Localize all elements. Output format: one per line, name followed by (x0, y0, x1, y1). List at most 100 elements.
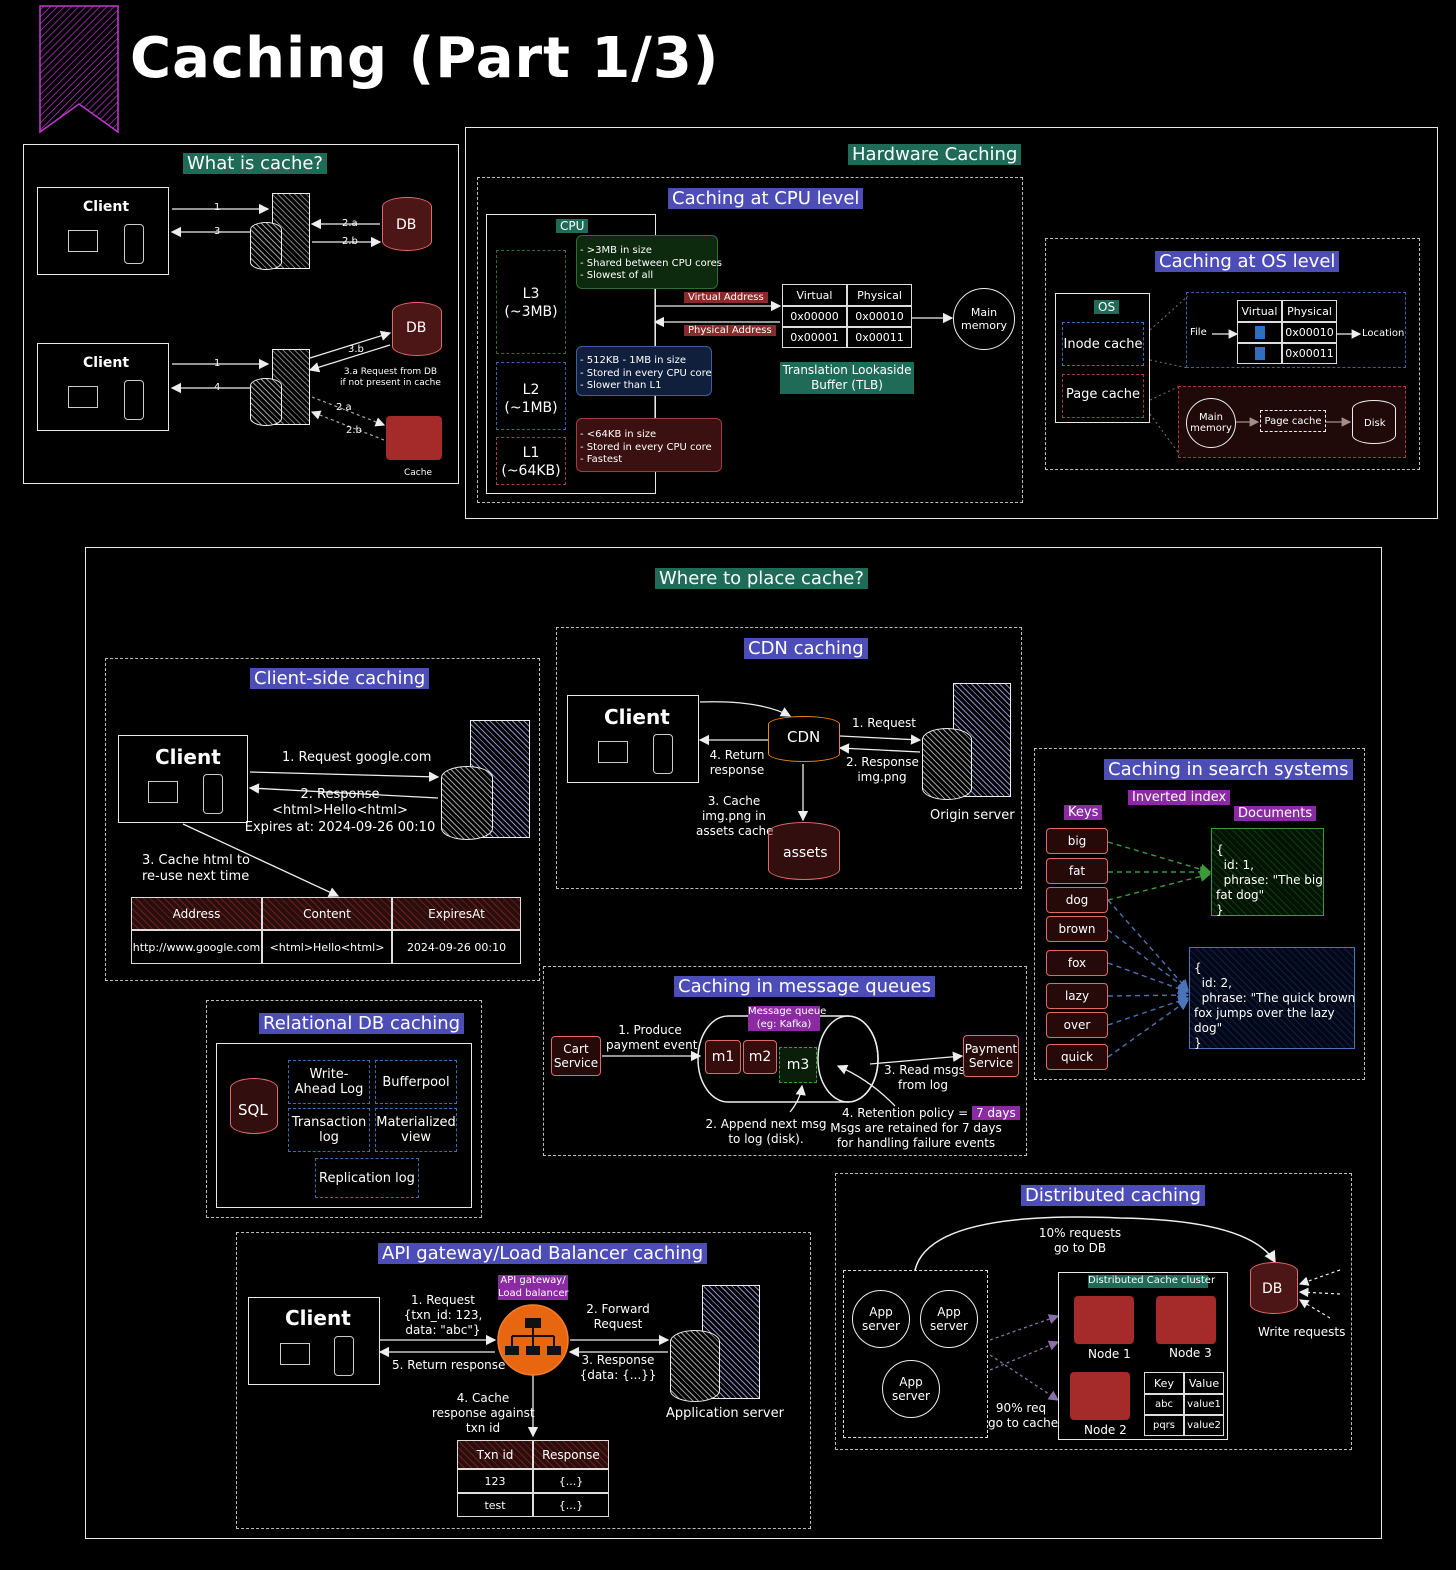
app-server-circle: App server (882, 1360, 940, 1418)
os-table-header: Virtual (1237, 300, 1282, 322)
kv-cell: pqrs (1144, 1415, 1184, 1436)
cpu-level-panel (477, 177, 1023, 503)
cache-html-note: 3. Cache html to re-use next time (142, 853, 250, 885)
key-item: big (1046, 828, 1108, 854)
documents-label: Documents (1234, 806, 1317, 821)
key-item: over (1046, 1012, 1108, 1038)
step-label: 4 (214, 382, 221, 393)
redis-icon (386, 416, 442, 460)
db-cylinder (1250, 1262, 1298, 1314)
step-label: 2.b (346, 425, 362, 436)
read-label: 3. Read msgs from log (884, 1063, 966, 1092)
tlb-header: Physical (847, 284, 912, 306)
application-server-label: Application server (666, 1406, 784, 1421)
step-label: 3 (214, 226, 221, 237)
step-label: 1 (214, 358, 221, 369)
document-2-text: { id: 2, phrase: "The quick brown fox ju… (1194, 961, 1356, 1050)
node-label: Node 3 (1169, 1346, 1212, 1360)
table-cell: {...} (533, 1469, 609, 1493)
main-memory-circle: Main memory (953, 288, 1015, 350)
node-label: Node 2 (1084, 1423, 1127, 1437)
key-item: quick (1046, 1044, 1108, 1070)
location-label: Location (1362, 328, 1405, 339)
kv-cell: abc (1144, 1394, 1184, 1415)
os-label: OS (1094, 300, 1120, 314)
table-header: Txn id (457, 1440, 533, 1469)
phone-icon (124, 380, 144, 420)
os-level-panel (1045, 238, 1420, 470)
document-1 (1211, 828, 1324, 916)
l1-box (496, 437, 566, 485)
response-label: 2. Response <html>Hello<html> Expires at… (244, 787, 436, 835)
l3-note (576, 235, 718, 289)
client-box-bottom (37, 343, 169, 431)
page-cache-label: Page cache (1065, 387, 1141, 402)
main-memory-circle-os: Main memory (1186, 398, 1236, 448)
l2-note (576, 346, 712, 396)
client-box-top (37, 187, 169, 275)
db-cylinder (392, 302, 442, 356)
page-cache-node: Page cache (1260, 410, 1326, 432)
client-label: Client (604, 705, 670, 729)
key-item: dog (1046, 887, 1108, 913)
relational-item: Transaction log (288, 1108, 370, 1152)
mq-panel (543, 966, 1027, 1156)
sql-label: SQL (238, 1101, 268, 1119)
client-box (248, 1297, 380, 1385)
monitor-icon (68, 230, 98, 252)
kv-header: Key (1144, 1372, 1184, 1394)
relational-box (216, 1043, 472, 1208)
forward-label: 2. Forward Request (586, 1302, 650, 1331)
tlb-cell: 0x00000 (782, 306, 847, 327)
message-box-new: m3 (779, 1047, 817, 1083)
l3-note-text: - >3MB in size - Shared between CPU core… (580, 245, 722, 281)
client-side-title: Client-side caching (250, 668, 430, 689)
cache-db-icon (670, 1330, 720, 1402)
kv-cell: value2 (1184, 1415, 1224, 1436)
cdn-box (768, 716, 840, 762)
cpu-level-title: Caching at CPU level (668, 188, 864, 209)
db-label: DB (1262, 1281, 1283, 1297)
distributed-panel (835, 1173, 1352, 1450)
tlb-cell: 0x00001 (782, 327, 847, 348)
hardware-caching-panel (465, 127, 1438, 519)
monitor-icon (598, 741, 628, 763)
queue-label: Message queue (eg: Kafka) (748, 1006, 827, 1031)
tlb-cell: 0x00010 (847, 306, 912, 327)
assets-label: assets (783, 845, 828, 861)
key-item: brown (1046, 916, 1108, 942)
l1-note (576, 418, 722, 472)
step-label: 2.a (342, 218, 358, 229)
keys-label: Keys (1064, 805, 1103, 820)
client-label: Client (155, 745, 221, 769)
os-table-cell: 0x00010 (1282, 322, 1337, 343)
message-box: m2 (743, 1040, 777, 1074)
client-box (567, 695, 699, 783)
step-label: 2.b (342, 236, 358, 247)
produce-label: 1. Produce payment event (606, 1023, 698, 1052)
gateway-label: API gateway/ Load balancer (498, 1275, 569, 1300)
phone-icon (653, 734, 673, 774)
redis-icon (1074, 1296, 1134, 1344)
os-box (1055, 293, 1150, 423)
table-header: Address (131, 897, 262, 930)
db-label: DB (396, 217, 417, 233)
l2-label: L2 (~1MB) (504, 382, 558, 416)
step-label: 3.b (348, 344, 364, 355)
app-server-circle: App server (852, 1290, 910, 1348)
cache-cluster-box (1058, 1272, 1228, 1440)
relational-title: Relational DB caching (259, 1013, 465, 1034)
db-label: DB (406, 320, 427, 336)
append-label: 2. Append next msg to log (disk). (705, 1117, 827, 1146)
cdn-return-label: 4. Return response (709, 748, 765, 777)
table-cell: http://www.google.com (131, 930, 262, 964)
relational-item: Bufferpool (375, 1060, 457, 1104)
phone-icon (203, 774, 223, 814)
page-cache-box (1062, 374, 1144, 418)
l2-note-text: - 512KB - 1MB in size - Stored in every … (580, 355, 712, 391)
api-gateway-panel (236, 1232, 811, 1529)
client-side-panel (105, 658, 540, 981)
search-title: Caching in search systems (1104, 759, 1353, 780)
os-table-header: Physical (1282, 300, 1337, 322)
table-cell: 123 (457, 1469, 533, 1493)
